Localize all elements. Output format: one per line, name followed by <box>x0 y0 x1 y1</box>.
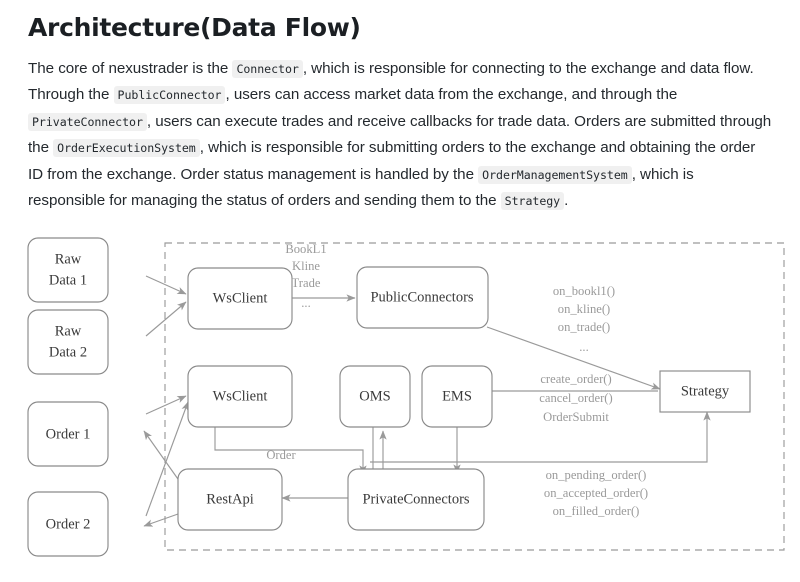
node-order-2[interactable]: Order 2 <box>27 491 109 557</box>
data-flow-svg: Raw Data 1 Raw Data 2 Order 1 Order 2 <box>27 237 785 557</box>
inline-code-ordermanagementsystem: OrderManagementSystem <box>478 165 632 184</box>
callbacks-public-line-1: on_bookl1() <box>553 284 615 298</box>
callbacks-public-line-4: ... <box>579 340 588 354</box>
node-order-1[interactable]: Order 1 <box>27 401 109 467</box>
paragraph-text-2: , which is responsible for connecting to… <box>28 59 754 104</box>
node-ems[interactable]: EMS <box>421 365 493 428</box>
architecture-diagram: Raw Data 1 Raw Data 2 Order 1 Order 2 <box>10 224 785 569</box>
node-ws-client-top[interactable]: WsClient <box>187 267 293 330</box>
node-raw-data-1[interactable]: Raw Data 1 <box>27 237 109 303</box>
node-public-connectors[interactable]: PublicConnectors <box>356 266 489 329</box>
edge-label-order: Order <box>266 448 296 462</box>
inline-code-strategy: Strategy <box>500 192 565 211</box>
system-boundary <box>164 242 785 551</box>
edge-order1-to-wsclient <box>145 395 187 415</box>
intro-paragraph: The core of nexustrader is the Connector… <box>28 56 772 215</box>
node-ws-client-top-label: WsClient <box>213 290 268 306</box>
order-commands-line-2: cancel_order() <box>539 391 612 405</box>
edge-rawdata1-to-wsclient <box>145 275 187 295</box>
node-raw-data-1-line2: Data 1 <box>49 272 87 288</box>
inline-code-privateconnector: PrivateConnector <box>28 112 147 131</box>
node-private-connectors[interactable]: PrivateConnectors <box>347 468 485 531</box>
callbacks-public-line-3: on_trade() <box>558 320 610 334</box>
edge-order2-to-wsclient <box>145 401 189 516</box>
paragraph-text-12: . <box>564 192 569 210</box>
node-raw-data-2-line1: Raw <box>55 323 82 339</box>
node-oms-label: OMS <box>359 388 390 404</box>
paragraph-text-6: , users can execute trades and receive c… <box>28 112 772 157</box>
node-public-connectors-label: PublicConnectors <box>370 289 473 305</box>
node-order-1-label: Order 1 <box>46 426 91 442</box>
order-callbacks-line-2: on_accepted_order() <box>544 486 648 500</box>
inline-code-orderexecutionsystem: OrderExecutionSystem <box>53 139 200 158</box>
page-title: Architecture(Data Flow) <box>28 13 361 42</box>
paragraph-text-4: , users can access market data from the … <box>225 86 678 104</box>
market-data-line-4: ... <box>301 296 310 310</box>
node-private-connectors-label: PrivateConnectors <box>362 491 469 507</box>
market-data-line-1: BookL1 <box>285 242 326 256</box>
node-oms[interactable]: OMS <box>339 365 411 428</box>
node-ws-client-bottom-label: WsClient <box>213 388 268 404</box>
node-raw-data-1-line1: Raw <box>55 251 82 267</box>
node-raw-data-2-line2: Data 2 <box>49 344 87 360</box>
edge-order-callbacks-to-strategy <box>370 411 711 463</box>
paragraph-text-10: , which is responsible for managing the … <box>28 165 694 210</box>
node-rest-api[interactable]: RestApi <box>177 468 283 531</box>
node-order-2-label: Order 2 <box>46 516 91 532</box>
edge-restapi-to-order2 <box>143 513 179 527</box>
market-data-line-3: Trade <box>292 276 321 290</box>
node-raw-data-2[interactable]: Raw Data 2 <box>27 309 109 375</box>
order-commands-line-1: create_order() <box>540 372 611 386</box>
node-ems-label: EMS <box>442 388 472 404</box>
node-rest-api-label: RestApi <box>206 491 254 507</box>
node-strategy[interactable]: Strategy <box>659 370 751 413</box>
inline-code-publicconnector: PublicConnector <box>113 86 226 105</box>
edge-publicconnectors-to-strategy <box>486 326 661 390</box>
edge-label-market-data: BookL1 Kline Trade ... <box>285 242 326 310</box>
order-commands-line-3: OrderSubmit <box>543 410 609 424</box>
node-ws-client-bottom[interactable]: WsClient <box>187 365 293 428</box>
market-data-line-2: Kline <box>292 259 320 273</box>
edge-rawdata2-to-wsclient <box>145 301 187 337</box>
paragraph-text-0: The core of nexustrader is the <box>28 59 233 77</box>
order-callbacks-line-3: on_filled_order() <box>553 504 640 518</box>
paragraph-text-8: , which is responsible for submitting or… <box>28 139 756 183</box>
order-callbacks-line-1: on_pending_order() <box>546 468 647 482</box>
edge-wsclient-to-privateconnectors <box>214 424 367 475</box>
node-strategy-label: Strategy <box>681 383 730 399</box>
edge-label-order-commands: create_order() cancel_order() OrderSubmi… <box>539 372 612 424</box>
edge-label-callbacks-public: on_bookl1() on_kline() on_trade() ... <box>553 284 615 354</box>
edge-label-order-callbacks: on_pending_order() on_accepted_order() o… <box>544 468 648 518</box>
inline-code-connector: Connector <box>232 59 303 78</box>
callbacks-public-line-2: on_kline() <box>558 302 610 316</box>
